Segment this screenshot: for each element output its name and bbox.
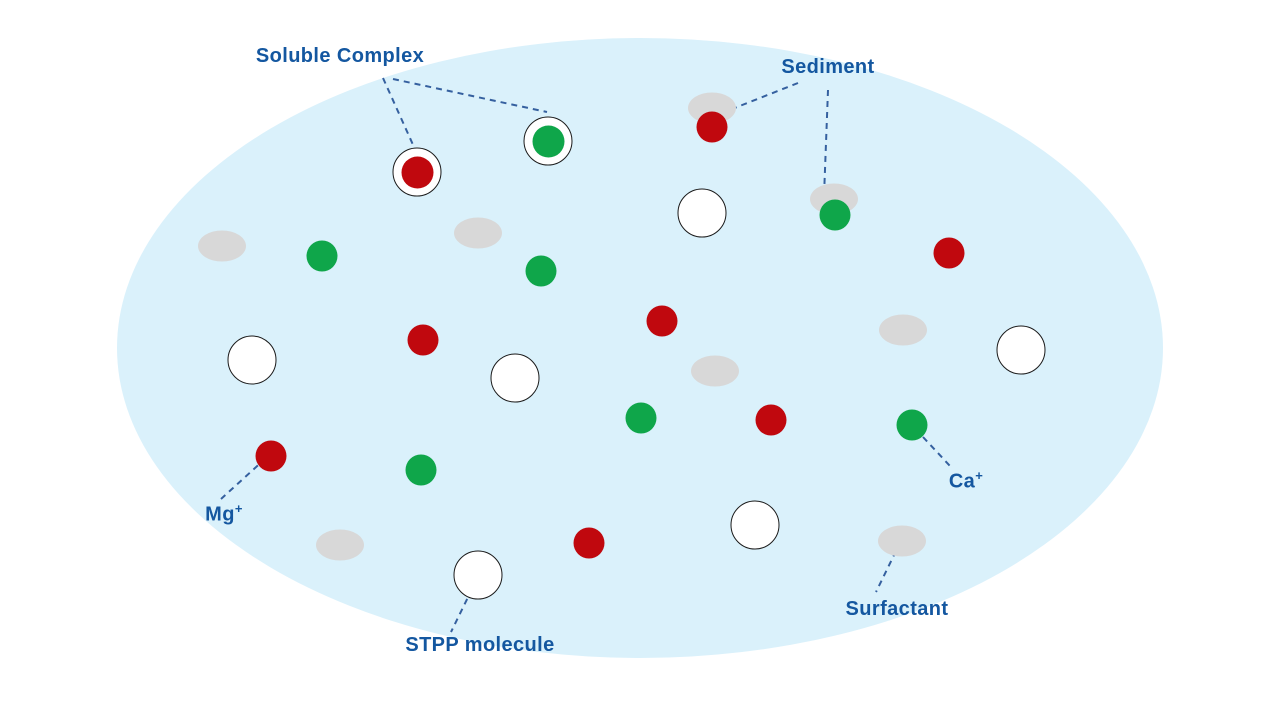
ca-ion	[405, 454, 437, 486]
surfactant-ellipse	[879, 314, 927, 346]
stpp-molecule	[490, 353, 540, 403]
stpp-molecule	[677, 188, 727, 238]
soluble-complex-red	[392, 147, 442, 197]
surfactant-ellipse	[878, 525, 926, 557]
ca-ion	[306, 240, 338, 272]
label-sediment: Sediment	[781, 56, 874, 79]
label-text: STPP molecule	[405, 634, 555, 656]
label-stpp-molecule: STPP molecule	[405, 634, 554, 657]
ca-ion	[532, 125, 564, 157]
ca-ion	[625, 402, 657, 434]
mg-ion	[646, 305, 678, 337]
surfactant-ellipse	[454, 217, 502, 249]
solution-ellipse	[117, 38, 1163, 658]
label-ca-ion: Ca+	[949, 468, 983, 494]
mg-ion	[401, 156, 433, 188]
stpp-molecule	[730, 500, 780, 550]
mg-ion	[407, 324, 439, 356]
stpp-molecule	[227, 335, 277, 385]
label-text: Soluble Complex	[255, 45, 425, 67]
label-text: Sediment	[781, 56, 875, 78]
mg-ion	[696, 111, 728, 143]
stpp-molecule	[453, 550, 503, 600]
label-text: Surfactant	[845, 598, 949, 620]
mg-ion	[255, 440, 287, 472]
mg-ion	[933, 237, 965, 269]
stpp-molecule	[996, 325, 1046, 375]
surfactant-ellipse	[198, 230, 246, 262]
label-soluble-complex: Soluble Complex	[256, 45, 424, 68]
label-superscript: +	[975, 468, 984, 483]
label-mg-ion: Mg+	[205, 501, 243, 527]
label-text: Mg	[205, 503, 235, 526]
ca-ion	[819, 199, 851, 231]
soluble-complex-green	[523, 116, 573, 166]
ca-ion	[525, 255, 557, 287]
label-text: Ca	[948, 470, 976, 493]
surfactant-ellipse	[316, 529, 364, 561]
ca-ion	[896, 409, 928, 441]
mg-ion	[573, 527, 605, 559]
surfactant-ellipse	[691, 355, 739, 387]
mg-ion	[755, 404, 787, 436]
label-superscript: +	[234, 501, 243, 516]
label-surfactant: Surfactant	[846, 598, 949, 621]
